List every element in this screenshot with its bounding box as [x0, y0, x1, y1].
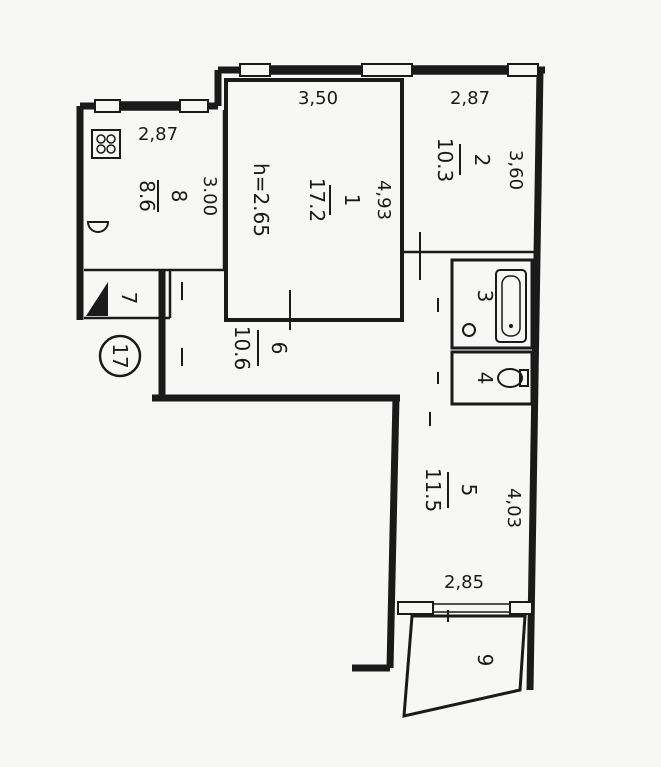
room-3-number: 3	[473, 290, 497, 303]
partitions	[84, 78, 535, 718]
room-4-number: 4	[473, 372, 497, 385]
room-8-area: 8.6	[135, 180, 159, 212]
room-8-number: 8	[167, 190, 191, 203]
room-labels: 1 17.2 h=2.65 2 10.3 8 8.6 7 6 10.6 3 4 …	[117, 138, 497, 667]
room-7-number: 7	[117, 292, 141, 305]
room-1-area: 17.2	[305, 178, 329, 223]
room-2-length: 3,60	[505, 150, 526, 190]
toilet-icon	[497, 368, 529, 388]
room-8-width: 2,87	[138, 124, 178, 145]
apartment-number-circle	[98, 334, 142, 378]
room-2-number: 2	[470, 154, 494, 167]
room-5-number: 5	[457, 484, 481, 497]
room-2-area: 10.3	[433, 138, 457, 183]
ceiling-height: h=2.65	[249, 163, 273, 237]
room-6-number: 6	[267, 342, 291, 355]
washbasin-icon	[462, 323, 476, 337]
room-1-width: 3,50	[298, 88, 338, 109]
bathtub-icon	[495, 269, 527, 343]
room-5-area: 11.5	[421, 468, 445, 513]
room-2-width: 2,87	[450, 88, 490, 109]
apartment-number: 17	[108, 343, 132, 368]
fixtures	[86, 129, 529, 388]
sink-icon	[86, 221, 110, 233]
room-1-length: 4,93	[373, 180, 394, 220]
room-6-area: 10.6	[230, 326, 254, 371]
room-8-length: 3.00	[199, 176, 220, 216]
room-5-length: 4,03	[503, 488, 524, 528]
room-1-number: 1	[340, 194, 364, 207]
windows	[94, 63, 539, 615]
stove-icon	[91, 129, 121, 159]
shaft-icon	[86, 282, 108, 316]
room-5-width: 2,85	[444, 572, 484, 593]
room-9-number: 9	[473, 654, 497, 667]
dimension-labels: 3,50 4,93 2,87 3,60 2,87 3.00 4,03 2,85	[138, 88, 526, 593]
